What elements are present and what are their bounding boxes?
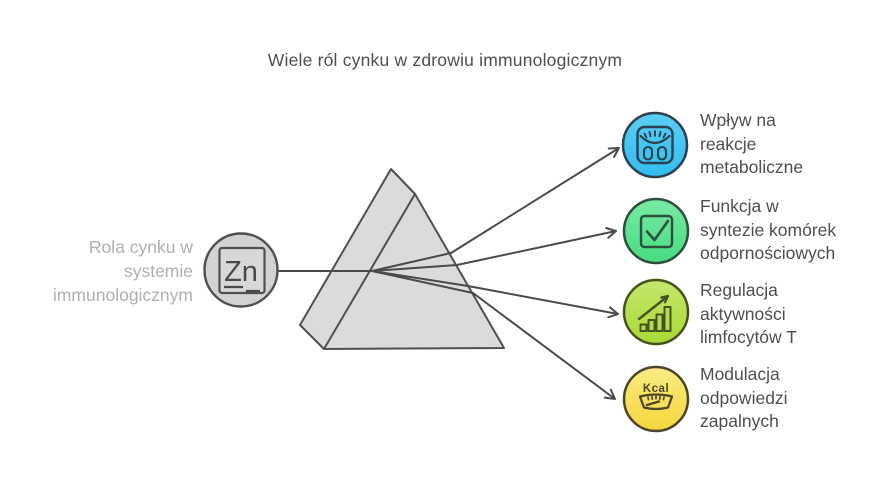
outcome-label-line: zapalnych [700,411,779,431]
outcome-label-line: limfocytów T [700,327,797,347]
beam-line-regulation [371,270,619,319]
diagram-title: Wiele ról cynku w zdrowiu immunologiczny… [267,50,623,70]
outcome-label-line: syntezie komórek [700,219,837,240]
outcome-label-regulation: Regulacja aktywności limfocytów T [700,279,885,350]
source-label-line: systemie [123,261,193,281]
growth-chart-icon [622,278,690,346]
light-beam-lines [278,147,620,400]
outcome-label-modulation: Modulacja odpowiedzi zapalnych [700,363,885,434]
outcome-label-line: Funkcja w [700,196,779,216]
element-symbol-text: Zn [224,256,258,288]
outcome-label-line: odpornościowych [700,243,836,263]
prism-shape [299,168,505,350]
source-label: Rola cynku w systemie immunologicznym [0,235,193,307]
outcome-label-line: Modulacja [700,364,780,384]
source-label-line: immunologicznym [52,285,193,305]
kcal-label-text: Kcal [643,383,669,395]
outcome-label-line: odpowiedzi [700,387,788,408]
beam-line-synthesis [371,226,617,272]
beam-line-metabolic [371,147,620,272]
outcome-label-line: Wpływ na [700,110,776,130]
checkbox-check-icon [622,197,690,265]
outcome-label-synthesis: Funkcja w syntezie komórek odpornościowy… [700,195,885,266]
weight-scale-icon [621,111,689,179]
outcome-label-line: reakcje [700,133,757,154]
element-tile [218,246,266,295]
source-label-line: Rola cynku w [88,237,193,257]
outcome-label-line: Regulacja [700,280,778,300]
zinc-element-node: Zn [203,232,279,308]
beam-line-modulation [371,270,616,400]
kcal-gauge-icon: Kcal [622,365,690,433]
outcome-label-line: metaboliczne [700,157,804,177]
outcome-label-line: aktywności [700,303,786,324]
outcome-label-metabolic: Wpływ na reakcje metaboliczne [700,109,885,180]
